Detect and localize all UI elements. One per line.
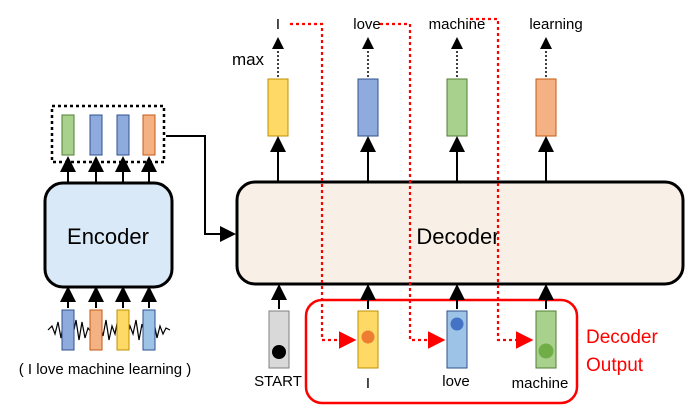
token-dot	[538, 343, 554, 359]
encoder-vector	[89, 114, 103, 156]
decoder-up-arrows	[270, 136, 554, 182]
token-dot	[450, 317, 464, 331]
encoder-vector	[61, 114, 75, 156]
input-vector	[61, 309, 75, 351]
max-dotted-arrows	[272, 37, 552, 77]
token-dot	[361, 330, 375, 344]
input-vector	[142, 309, 156, 351]
max-label: max	[232, 50, 265, 69]
output-vector	[446, 78, 468, 137]
decoder-input-dots	[272, 317, 554, 359]
output-word: I	[276, 16, 280, 33]
encoder-box	[43, 181, 174, 289]
encoder-input-vectors	[61, 309, 156, 351]
decoder-input-label: machine	[512, 375, 569, 392]
feedback-paths	[290, 17, 534, 349]
output-word: love	[353, 16, 381, 33]
encoder-vector	[116, 114, 130, 156]
output-word: machine	[429, 16, 486, 33]
encoder-to-decoder-arrow	[166, 135, 236, 242]
token-dot	[272, 345, 286, 359]
encoder-output-vectors	[61, 114, 156, 156]
decoder-input-arrows	[271, 284, 554, 309]
decoder-input-label: love	[442, 373, 470, 390]
decoder-input-vector	[268, 310, 290, 369]
input-vector	[89, 309, 103, 351]
decoder-output-box	[304, 298, 579, 405]
decoder-input-label: I	[366, 375, 370, 392]
decoder-label: Decoder	[416, 224, 499, 249]
output-vector	[535, 78, 557, 137]
decoder-output-label: Output	[586, 355, 644, 376]
encoder-label: Encoder	[67, 224, 149, 249]
output-word: learning	[529, 16, 582, 33]
output-vector	[267, 78, 289, 137]
decoder-output-vectors	[267, 78, 557, 137]
encoder-output-box	[50, 104, 166, 164]
encoder-up-arrows	[60, 156, 157, 183]
decoder-input-label: START	[254, 373, 302, 390]
decoder-input-vector	[535, 310, 557, 369]
encoder-vector	[142, 114, 156, 156]
decoder-output-label: Decoder	[586, 327, 658, 348]
output-vector	[357, 78, 379, 137]
encoder-input-caption: ( I love machine learning )	[19, 361, 192, 378]
encoder-input-arrows	[60, 286, 157, 308]
input-vector	[116, 309, 130, 351]
